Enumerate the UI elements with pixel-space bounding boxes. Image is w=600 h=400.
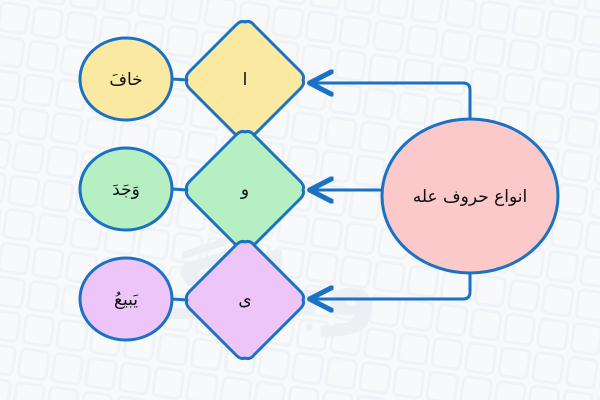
branch-node-ya[interactable]: ى [184,239,306,361]
root-node[interactable]: انواع حروف عله [380,117,560,275]
branch-letter-waw: و [240,180,249,200]
example-circle-alef [78,36,174,122]
example-circle-waw [78,146,174,232]
connector-waw-to-example [170,187,189,192]
connector-ya-to-example [170,297,189,302]
connector-group [170,77,472,302]
example-label-ya: يَبيعُ [114,290,139,310]
branch-diamond-ya [184,239,306,361]
branch-letter-alef: ا [243,70,248,90]
connector-root-to-alef [312,83,472,121]
example-node-ya[interactable]: يَبيعُ [78,256,174,342]
example-node-waw[interactable]: وَجَدَ [78,146,174,232]
example-circle-ya [78,256,174,342]
connector-alef-to-example [170,77,189,82]
example-label-alef: خافَ [109,70,142,90]
root-node-label: انواع حروف عله [413,187,528,207]
branch-letter-ya: ى [238,290,251,310]
connector-root-to-ya [312,271,472,299]
example-label-waw: وَجَدَ [112,180,140,200]
example-node-alef[interactable]: خافَ [78,36,174,122]
root-node-shape [380,117,560,275]
